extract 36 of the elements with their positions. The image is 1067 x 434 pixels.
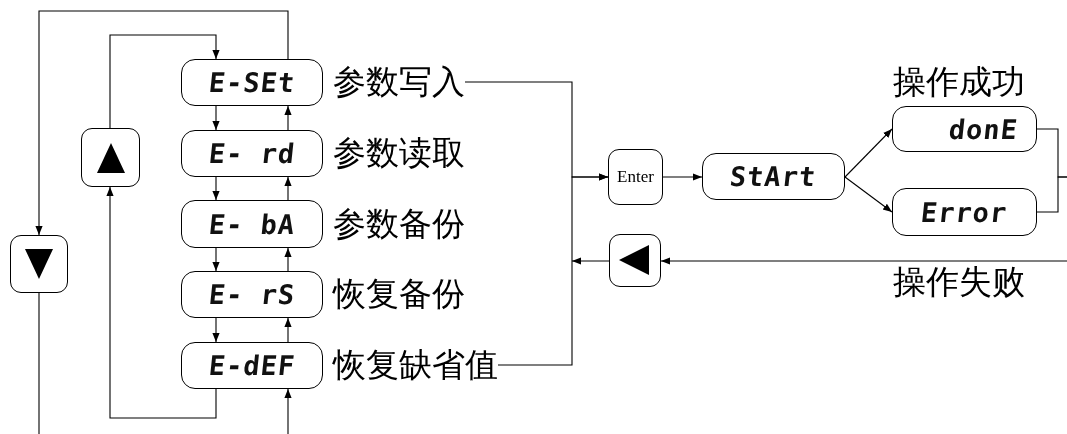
connector-line [38,292,40,434]
display-readout: E- rd [207,138,297,169]
connector-line [1036,176,1067,213]
arrow [35,10,289,236]
menu-caption: 恢复缺省值 [333,349,498,382]
arrow [284,388,292,434]
menu-caption: 参数写入 [333,66,465,99]
menu-caption: 参数读取 [333,137,465,170]
arrow [844,128,893,178]
arrow [284,176,292,201]
display-readout: donE [947,113,1020,145]
arrow [212,105,220,131]
arrow [660,257,1067,265]
display-readout: E-SEt [207,67,297,98]
key-label: Enter [617,167,654,187]
edge-label: 操作失败 [893,266,1025,299]
arrow [212,176,220,201]
arrow [571,257,610,265]
menu-caption: 参数备份 [333,207,465,241]
display-readout: E- bA [207,208,297,240]
arrow [662,173,703,181]
arrow [284,105,292,131]
arrow [284,247,292,272]
menu-caption: 恢复备份 [333,278,465,311]
arrow [284,317,292,343]
arrow [844,176,893,213]
arrow [212,317,220,343]
display-readout: Error [919,196,1010,228]
display-readout: E-dEF [207,350,297,381]
display-readout: StArt [728,161,819,192]
result-caption: 操作成功 [893,66,1025,99]
display-readout: E- rS [207,279,297,310]
arrow [109,34,220,129]
arrow [106,186,217,419]
arrow [212,247,220,272]
arrow [497,173,609,366]
